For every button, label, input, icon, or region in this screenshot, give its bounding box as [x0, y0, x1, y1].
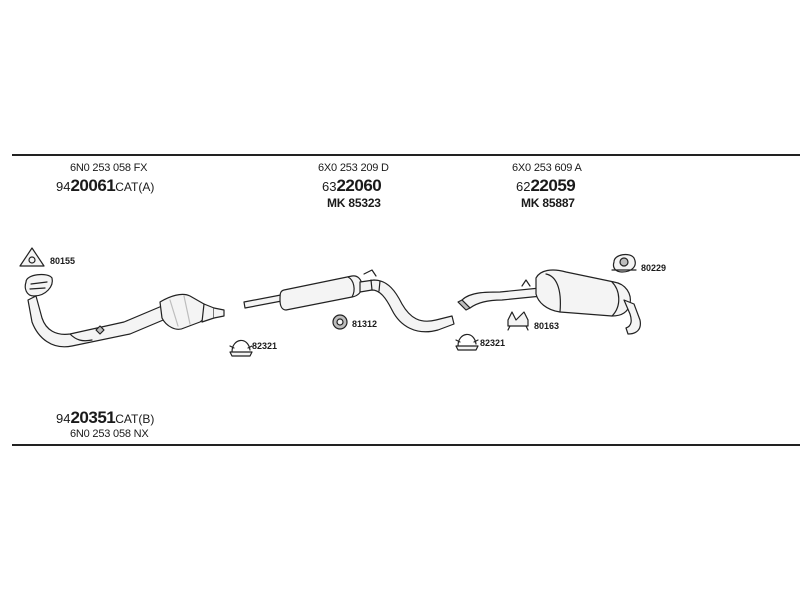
group2-oe-number: 6X0 253 209 D — [318, 162, 389, 174]
u-clamp-icon — [456, 334, 478, 350]
gasket-label: 80155 — [50, 256, 76, 266]
group2-mk-number: MK 85323 — [327, 196, 381, 210]
group3-mk-number: MK 85887 — [521, 196, 575, 210]
mounting-ring-icon — [612, 255, 636, 272]
triangle-gasket-icon — [20, 248, 44, 266]
group1-part-number: 9420061CAT(A) — [56, 176, 154, 196]
rear-silencer — [458, 270, 640, 334]
hanger-label: 80163 — [534, 321, 560, 331]
group3-part-number: 6222059 — [516, 176, 576, 196]
group1-oe-number: 6N0 253 058 FX — [70, 162, 148, 174]
group1-part-main: 20061 — [70, 176, 116, 195]
bottom-part-suffix: CAT(B) — [115, 412, 155, 426]
bottom-oe-number: 6N0 253 058 NX — [70, 428, 149, 440]
group3-part-prefix: 62 — [516, 179, 531, 194]
clamp-right-label: 82321 — [480, 338, 506, 348]
bottom-part-prefix: 94 — [56, 411, 71, 426]
catalytic-converter-front-pipe — [25, 275, 224, 347]
u-clamp-icon — [230, 340, 252, 356]
rubber-mount-icon — [333, 315, 347, 329]
group1-part-suffix: CAT(A) — [115, 180, 155, 194]
bottom-divider — [12, 444, 800, 446]
clamp-left-label: 82321 — [252, 341, 278, 351]
bottom-part-number: 9420351CAT(B) — [56, 408, 154, 428]
group2-part-number: 6322060 — [322, 176, 382, 196]
group2-part-main: 22060 — [336, 176, 382, 195]
mount-ring-label: 80229 — [641, 263, 667, 273]
group1-part-prefix: 94 — [56, 179, 71, 194]
rubber-mount-label: 81312 — [352, 319, 378, 329]
middle-silencer-pipe — [244, 270, 454, 332]
group2-part-prefix: 63 — [322, 179, 337, 194]
group3-oe-number: 6X0 253 609 A — [512, 162, 582, 174]
bottom-part-main: 20351 — [70, 408, 116, 427]
hanger-bracket-icon — [508, 312, 528, 330]
group3-part-main: 22059 — [530, 176, 576, 195]
top-divider — [12, 154, 800, 156]
